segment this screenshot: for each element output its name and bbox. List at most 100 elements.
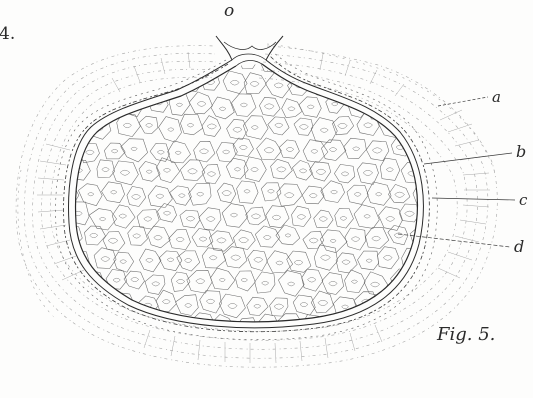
cell-outline [261,183,281,201]
cell-outline [414,52,433,72]
cell-content [185,304,192,308]
cell-content [264,104,274,109]
label-a: a [492,90,501,105]
cell-content [133,59,141,63]
cell-outline [168,141,191,163]
cell-outline [146,319,163,338]
cell-content [176,279,184,284]
cell-content [408,124,417,129]
cell-content [146,258,153,262]
cell-outline [171,272,190,291]
cell-content [397,104,407,109]
cell-content [111,149,118,153]
cell-outline [380,158,400,180]
cell-content [375,59,381,62]
cell-outline [391,137,410,156]
cell-content [187,123,194,127]
cell-content [207,124,216,129]
cell-content [407,84,414,88]
cell-outline [148,186,172,208]
cell-content [131,277,139,281]
cell-content [144,217,152,222]
cell-content [109,106,119,111]
cell-outline [336,253,357,273]
cell-outline [121,139,148,162]
cell-outline [420,291,441,311]
cell-content [299,124,308,129]
cell-outline [366,51,388,69]
cell-content [268,189,275,193]
cell-outline [270,298,288,316]
cell-outline [379,71,402,93]
cell-outline [302,186,324,204]
cell-content [241,278,248,282]
cell-content [185,258,192,262]
cell-content [372,236,381,241]
label-d: d [514,239,524,255]
cell-content [393,61,403,66]
cell-outline [156,158,179,183]
cell-content [143,83,153,88]
cell-content [133,234,141,238]
cell-content [146,170,152,173]
cell-content [243,326,251,331]
cell-content [111,191,117,195]
cell-outline [239,50,258,68]
cell-content [188,169,198,174]
cell-content [119,81,126,85]
cell-content [63,102,71,107]
micropyle [216,36,283,66]
cell-content [168,128,174,131]
cell-content [342,260,350,265]
cell-content [176,237,184,242]
cell-outline [212,314,233,333]
cell-outline [322,273,344,295]
cell-outline [170,186,192,205]
cell-content [353,147,360,151]
cell-content [67,61,74,65]
cell-content [86,104,95,109]
cell-content [284,193,294,198]
cell-outline [358,251,379,270]
cell-outline [357,70,382,93]
cell-outline [344,138,367,158]
leader-line-b [424,153,512,164]
cell-content [102,168,110,172]
cell-content [250,81,259,86]
cell-content [321,255,331,261]
cell-outline [402,114,425,136]
cell-outline [354,205,379,229]
cell-content [354,192,361,196]
cell-outline [148,226,171,248]
cell-content [251,167,259,171]
cell-outline [113,161,139,185]
cell-content [251,214,260,219]
cell-content [320,128,328,132]
cell-content [309,238,318,243]
cell-content [162,79,172,84]
cell-content [276,261,283,265]
cell-content [230,80,239,85]
cell-outline [367,182,391,205]
cell-content [286,147,294,151]
cell-content [371,321,381,326]
cell-content [230,213,237,217]
label-b: b [516,144,526,160]
cell-outline [366,228,389,249]
cell-outline [377,247,399,269]
cell-outline [106,269,127,289]
cell-outline [68,290,92,314]
cell-outline [366,141,389,161]
cell-content [157,150,164,154]
cell-content [350,324,358,328]
cell-content [113,278,120,282]
cell-outline [244,73,266,94]
cell-content [339,85,348,90]
cell-outline [248,250,268,270]
cell-content [199,237,207,241]
cell-content [154,235,162,240]
cell-content [244,190,250,193]
cell-content [231,255,241,260]
cell-outline [410,226,432,247]
